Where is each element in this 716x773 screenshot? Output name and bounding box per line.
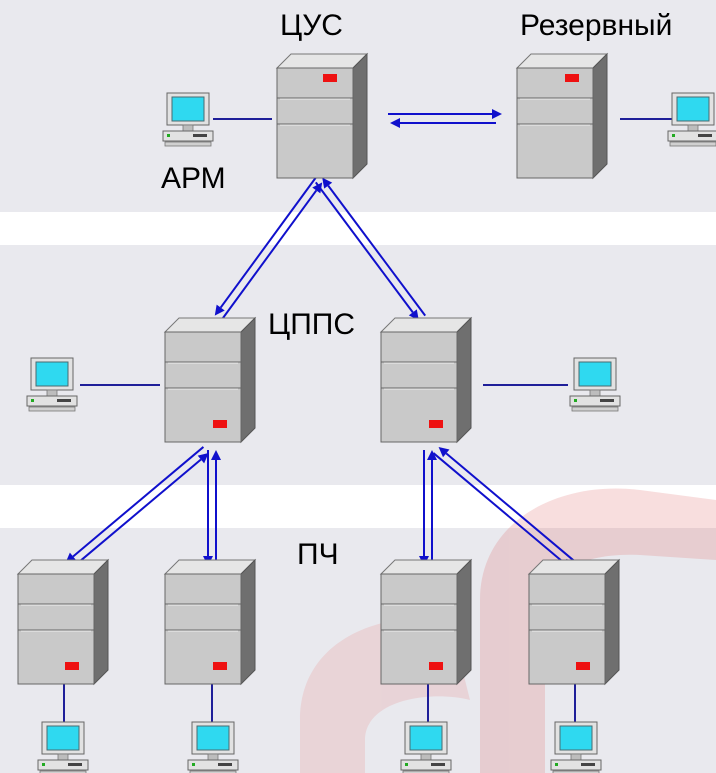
server-local-2: [164, 559, 256, 685]
label-local: ПЧ: [297, 538, 339, 571]
workstation-local-4: [550, 721, 602, 773]
workstation-local-2: [187, 721, 239, 773]
server-regional-left: [164, 317, 256, 443]
label-workstation: АРМ: [161, 162, 226, 195]
workstation-central: [162, 92, 214, 147]
link-central-regional-left: [214, 177, 323, 321]
server-local-1: [17, 559, 109, 685]
workstation-links: [63, 118, 672, 722]
server-local-4: [528, 559, 620, 685]
link-regional-left-local-2: [203, 450, 221, 566]
label-regional: ЦППС: [268, 308, 355, 341]
data-links: [65, 109, 578, 570]
server-backup: [516, 53, 608, 179]
workstation-local-1: [37, 721, 89, 773]
workstation-local-3: [400, 721, 452, 773]
server-local-3: [380, 559, 472, 685]
server-regional-right: [380, 317, 472, 443]
workstation-regional-right: [569, 357, 621, 412]
label-central: ЦУС: [280, 9, 343, 42]
link-central-backup: [388, 109, 502, 128]
label-backup: Резервный: [520, 9, 673, 42]
server-central: [276, 53, 368, 179]
led-indicator: [323, 74, 337, 82]
workstation-backup: [667, 92, 716, 147]
workstation-regional-left: [26, 357, 78, 412]
